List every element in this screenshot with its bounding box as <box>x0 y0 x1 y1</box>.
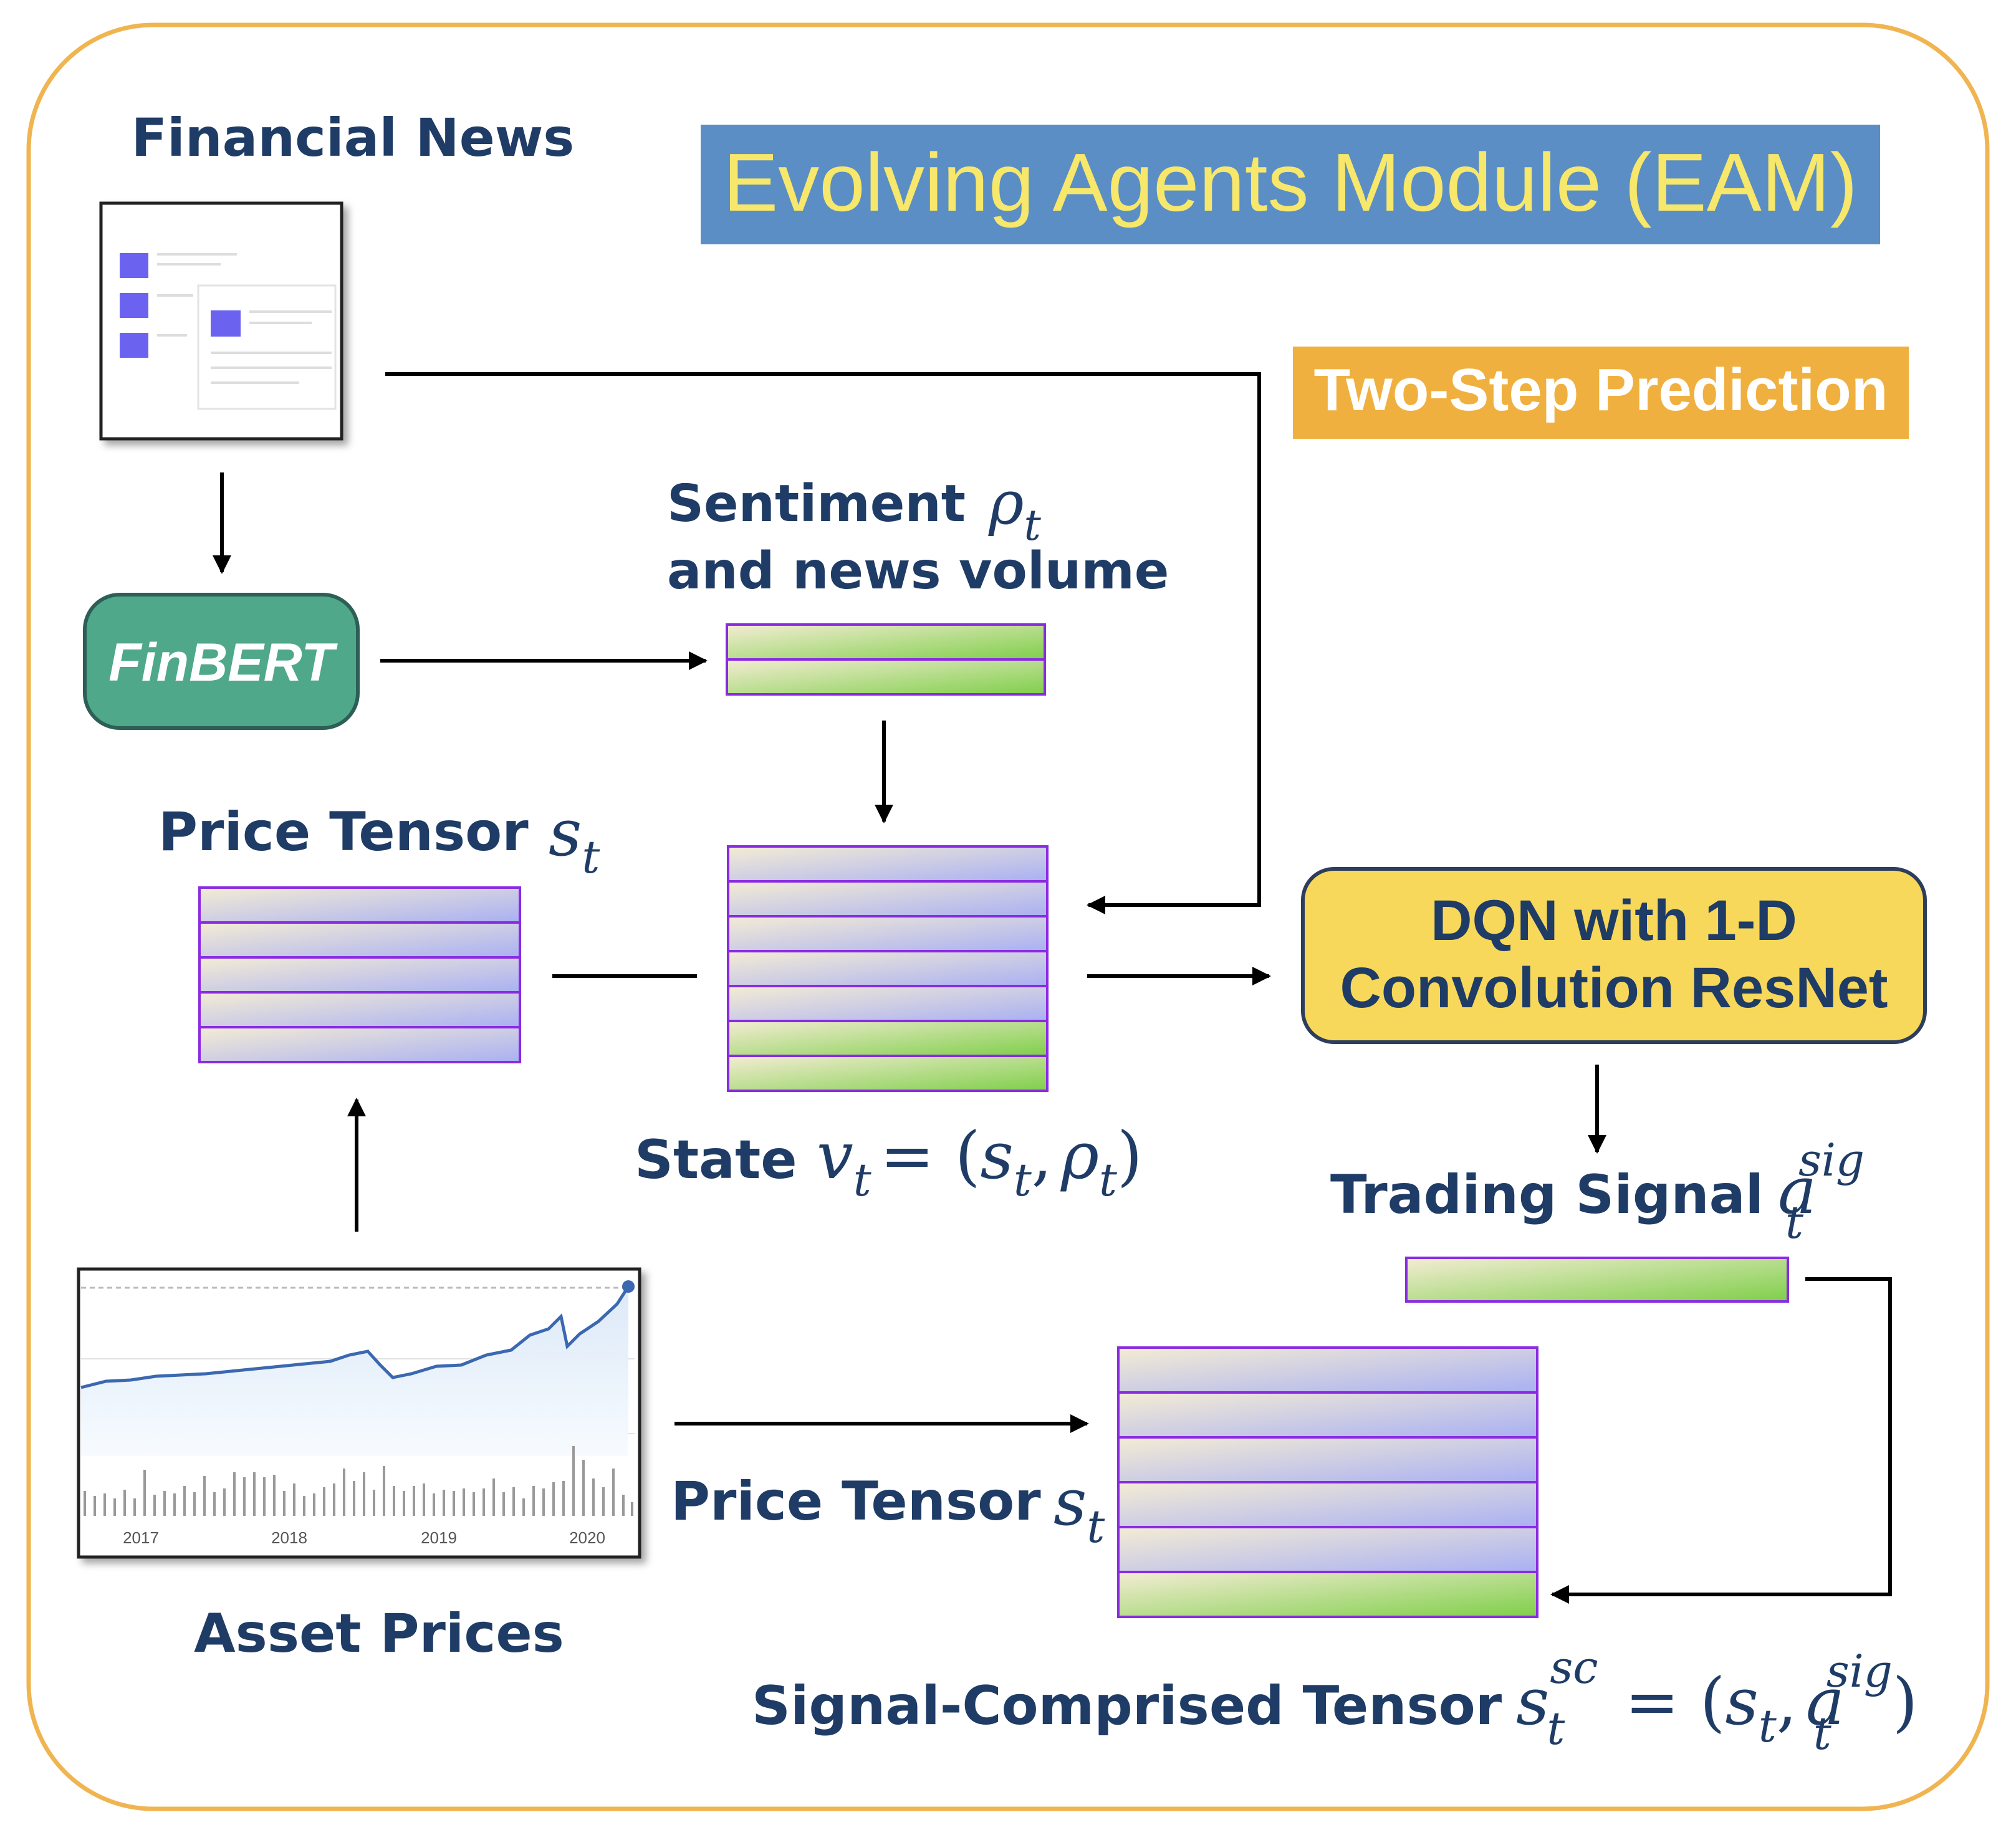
sentiment-tensor <box>726 623 1046 696</box>
state-formula: vt= (st,ρt) <box>817 1118 1143 1206</box>
signal-tensor-label: Signal-Comprised Tensor <box>752 1675 1502 1737</box>
chart-year-2019: 2019 <box>421 1528 457 1547</box>
asset-price-chart-content: 2017 2018 2019 2020 <box>80 1280 635 1547</box>
trading-signal-label: Trading Signal <box>1330 1164 1764 1226</box>
sentiment-symbol: ρt <box>988 468 1041 550</box>
price-tensor-label-top: Price Tensor <box>158 801 529 863</box>
state-label: State <box>635 1129 797 1191</box>
arrow-news-to-state <box>385 372 1261 914</box>
asset-prices-label: Asset Prices <box>194 1603 564 1665</box>
trading-signal-symbol: atsig <box>1778 1134 1865 1248</box>
finbert-label: FinBERT <box>108 633 338 692</box>
module-title: Evolving Agents Module (EAM) <box>723 137 1858 228</box>
price-tensor-symbol-bottom: st <box>1054 1464 1105 1553</box>
dqn-box <box>1301 867 1927 1044</box>
arrows <box>213 372 1892 1604</box>
signal-tensor-formula: stsc = (st,atsig) <box>1516 1641 1918 1760</box>
two-step-badge <box>1293 347 1909 439</box>
dqn-line1: DQN with 1-D <box>1431 889 1797 952</box>
price-tensor-symbol-top: st <box>549 795 600 883</box>
price-tensor-label-bottom: Price Tensor <box>671 1470 1041 1533</box>
news-document-content <box>120 253 337 410</box>
dqn-line2: Convolution ResNet <box>1340 956 1888 1020</box>
financial-news-label: Financial News <box>132 107 575 168</box>
arrow-signal-to-tensor <box>1550 1277 1892 1604</box>
chart-year-2018: 2018 <box>271 1528 307 1547</box>
title-banner <box>701 125 1880 244</box>
signal-comprised-tensor <box>1117 1346 1538 1618</box>
chart-year-2020: 2020 <box>569 1528 605 1547</box>
finbert-box <box>83 593 360 730</box>
price-tensor-top <box>198 886 521 1063</box>
chart-year-2017: 2017 <box>123 1528 159 1547</box>
state-tensor <box>727 845 1049 1092</box>
news-volume-label: and news volume <box>667 542 1169 601</box>
asset-price-line <box>80 1285 630 1389</box>
volume-bars <box>84 1446 633 1516</box>
trading-signal-tensor <box>1405 1257 1789 1303</box>
two-step-label: Two-Step Prediction <box>1314 357 1888 423</box>
sentiment-label: Sentiment <box>667 474 966 534</box>
